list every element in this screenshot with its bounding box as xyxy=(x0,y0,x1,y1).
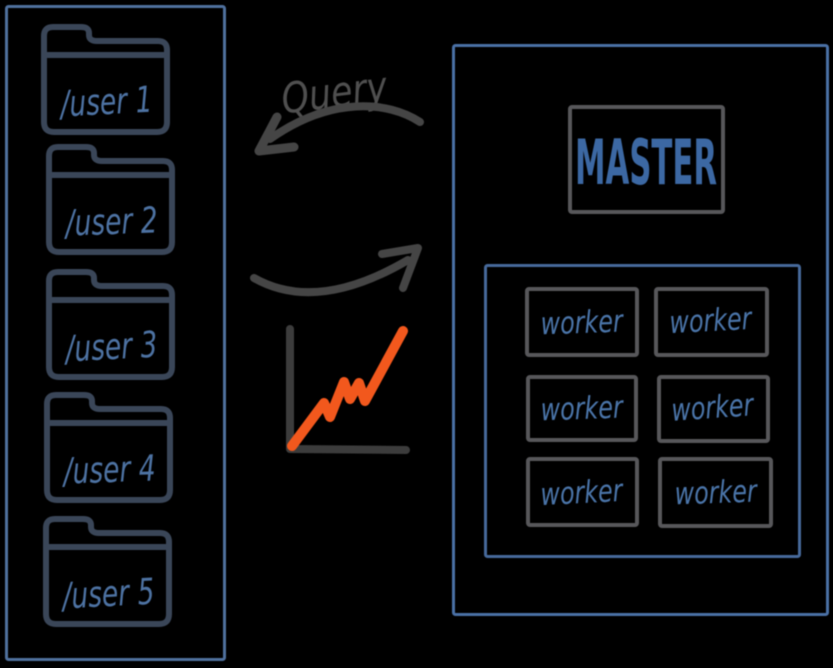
master-label: MASTER xyxy=(575,126,717,199)
arrow-shaft xyxy=(266,102,424,143)
folder-label: /user 2 xyxy=(63,200,159,244)
curved-arrow-pointing-left-icon xyxy=(254,102,424,156)
worker-node: worker xyxy=(526,375,638,442)
user-folders-panel-border xyxy=(5,5,226,661)
arrow-head xyxy=(378,244,422,292)
arrow-head xyxy=(254,112,299,156)
workers-group: worker worker worker worker xyxy=(484,264,801,558)
worker-node: worker xyxy=(658,457,773,528)
user-folders-panel: /user 1 /user 2 /user 3 /user 4 /user 5 xyxy=(5,5,226,661)
worker-box xyxy=(654,287,769,357)
worker-node: worker xyxy=(525,287,639,357)
chart-line xyxy=(287,326,408,451)
cluster-panel: MASTER worker worker worker xyxy=(452,44,829,616)
worker-node: worker xyxy=(657,375,770,443)
folder-item-user3: /user 3 xyxy=(46,269,175,380)
worker-label: worker xyxy=(670,387,756,429)
folder-item-user4: /user 4 xyxy=(44,392,173,503)
folder-icon xyxy=(41,24,170,135)
worker-box xyxy=(657,375,770,443)
rising-line-chart-icon xyxy=(286,325,410,454)
worker-label: worker xyxy=(674,474,759,513)
worker-box xyxy=(526,375,638,442)
folder-icon xyxy=(46,144,175,255)
folder-label: /user 5 xyxy=(59,572,155,618)
folder-item-user2: /user 2 xyxy=(46,144,175,255)
folder-item-user1: /user 1 xyxy=(41,24,170,135)
worker-node: worker xyxy=(526,457,639,527)
master-box xyxy=(568,105,725,214)
middle-annotations: Query xyxy=(250,62,424,454)
worker-box xyxy=(658,457,773,528)
worker-box xyxy=(526,457,639,527)
folder-icon xyxy=(44,392,173,503)
arrow-shaft xyxy=(250,256,412,297)
master-node: MASTER xyxy=(568,105,725,214)
worker-label: worker xyxy=(540,304,625,343)
query-label: Query xyxy=(279,62,391,124)
worker-label: worker xyxy=(540,390,625,429)
folder-icon xyxy=(43,516,172,627)
folder-label: /user 1 xyxy=(57,80,153,126)
folder-label: /user 3 xyxy=(62,325,158,371)
folder-icon xyxy=(46,269,175,380)
worker-box xyxy=(525,287,639,357)
folder-label: /user 4 xyxy=(61,448,157,492)
cluster-panel-border xyxy=(452,44,829,616)
worker-label: worker xyxy=(669,301,754,341)
folder-item-user5: /user 5 xyxy=(43,516,172,627)
workers-group-border xyxy=(484,264,801,558)
worker-label: worker xyxy=(540,473,625,513)
curved-arrow-pointing-right-icon xyxy=(250,244,422,297)
worker-node: worker xyxy=(654,287,769,357)
